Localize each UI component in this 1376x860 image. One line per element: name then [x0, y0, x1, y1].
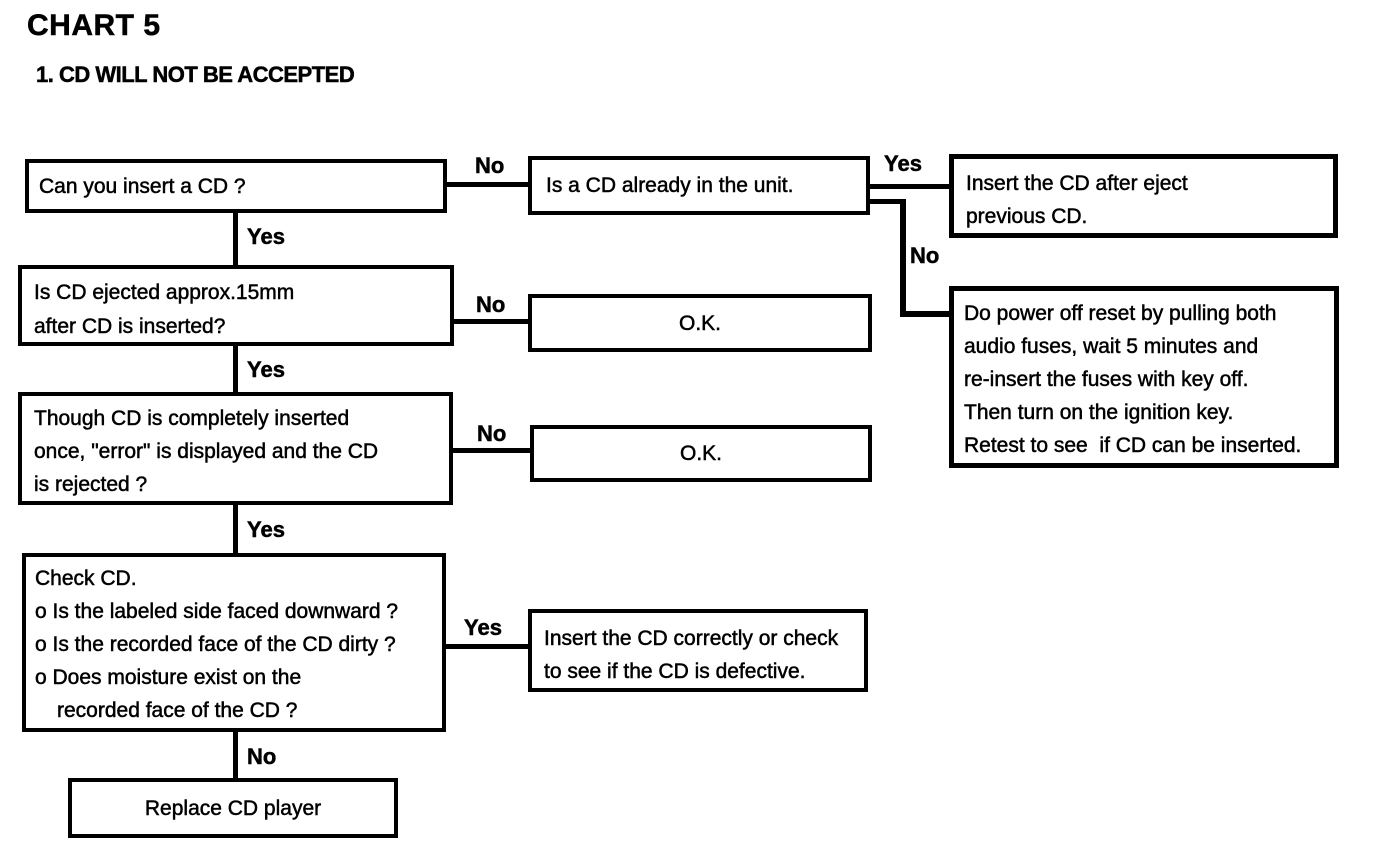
- flow-box-insert-after-eject: Insert the CD after eject previous CD.: [949, 154, 1338, 238]
- connector-eject15-to-ok1: [454, 319, 528, 324]
- connector-already-down-stub: [870, 199, 906, 204]
- edge-label-yes-2: Yes: [247, 224, 285, 250]
- flow-box-text: re-insert the fuses with key off.: [964, 368, 1249, 392]
- chart-title: CHART 5: [27, 9, 161, 43]
- flow-box-text: is rejected ?: [34, 473, 148, 497]
- flow-box-text: to see if the CD is defective.: [544, 660, 806, 684]
- connector-already-to-eject: [870, 184, 949, 189]
- flow-box-text: previous CD.: [966, 205, 1088, 229]
- flow-box-text: Is a CD already in the unit.: [546, 174, 794, 198]
- connector-check-to-correct: [446, 644, 528, 649]
- flow-box-ok-2: O.K.: [530, 425, 872, 482]
- flow-box-text: Then turn on the ignition key.: [964, 401, 1234, 425]
- flow-box-text: Retest to see if CD can be inserted.: [964, 434, 1302, 458]
- flow-box-text: once, "error" is displayed and the CD: [34, 440, 379, 464]
- edge-label-yes-1: Yes: [884, 151, 922, 177]
- flow-box-error-displayed: Though CD is completely inserted once, "…: [18, 392, 453, 505]
- connector-error-to-ok2: [453, 448, 530, 453]
- flow-box-text: o Is the recorded face of the CD dirty ?: [35, 633, 396, 657]
- flow-box-text: Insert the CD correctly or check: [544, 627, 839, 651]
- connector-already-down-vertical: [900, 199, 906, 317]
- flow-box-can-insert-cd: Can you insert a CD ?: [25, 159, 447, 213]
- edge-label-yes-5: Yes: [464, 615, 502, 641]
- flow-box-text: o Is the labeled side faced downward ?: [35, 600, 399, 624]
- flow-box-insert-correctly: Insert the CD correctly or check to see …: [528, 609, 868, 692]
- flow-box-text: recorded face of the CD ?: [57, 699, 298, 723]
- flow-box-ok-1: O.K.: [528, 294, 872, 352]
- edge-label-no-5: No: [247, 744, 277, 770]
- edge-label-no-4: No: [477, 421, 507, 447]
- flow-box-text: o Does moisture exist on the: [35, 666, 302, 690]
- edge-label-no-3: No: [476, 292, 506, 318]
- flow-box-text: Though CD is completely inserted: [34, 407, 350, 431]
- flow-box-cd-already-in-unit: Is a CD already in the unit.: [528, 156, 870, 215]
- edge-label-yes-4: Yes: [247, 517, 285, 543]
- flow-box-power-off-reset: Do power off reset by pulling both audio…: [949, 286, 1339, 468]
- edge-label-no-2: No: [910, 243, 940, 269]
- flow-box-text: Do power off reset by pulling both: [964, 302, 1277, 326]
- connector-down-to-reset: [900, 311, 949, 317]
- flow-box-text: O.K.: [679, 442, 723, 466]
- connector-eject15-to-error: [233, 345, 238, 393]
- flow-box-text: Can you insert a CD ?: [39, 174, 246, 198]
- flow-box-text: Is CD ejected approx.15mm: [34, 281, 295, 305]
- flow-box-text: Check CD.: [35, 567, 137, 591]
- connector-insert-to-already: [446, 182, 528, 187]
- flow-box-text: Replace CD player: [144, 796, 322, 820]
- flow-box-cd-ejected-15mm: Is CD ejected approx.15mm after CD is in…: [18, 265, 454, 346]
- chart-subtitle: 1. CD WILL NOT BE ACCEPTED: [36, 62, 355, 88]
- connector-error-to-check: [233, 504, 238, 554]
- flow-box-text: Insert the CD after eject: [966, 172, 1188, 196]
- flow-box-text: O.K.: [678, 311, 722, 335]
- connector-insert-to-eject15: [233, 212, 238, 266]
- connector-check-to-replace: [233, 731, 238, 778]
- edge-label-yes-3: Yes: [247, 357, 285, 383]
- flow-box-check-cd: Check CD. o Is the labeled side faced do…: [22, 553, 446, 732]
- flow-box-replace-cd-player: Replace CD player: [68, 778, 398, 838]
- flow-box-text: audio fuses, wait 5 minutes and: [964, 335, 1259, 359]
- flow-box-text: after CD is inserted?: [34, 315, 226, 339]
- edge-label-no-1: No: [475, 153, 505, 179]
